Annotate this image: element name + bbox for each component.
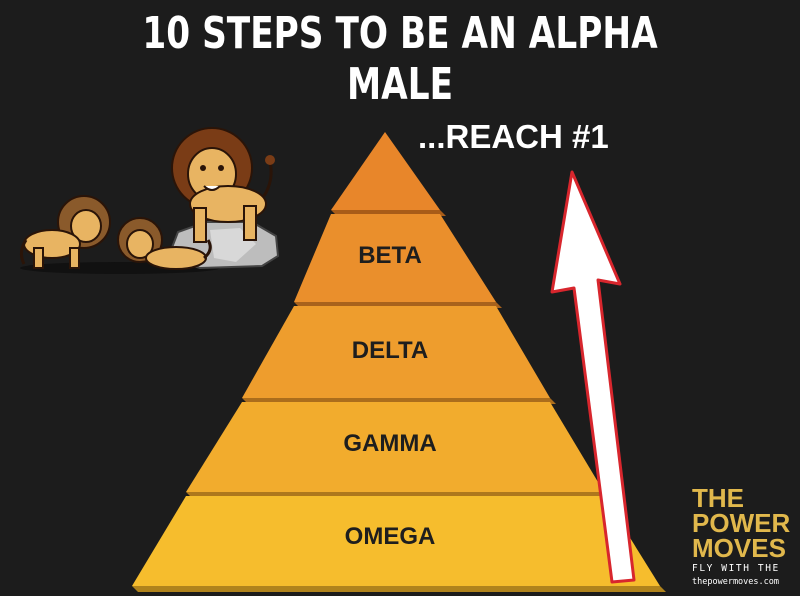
brand-logo: THE POWER MOVES FLY WITH THE thepowermov…: [692, 483, 796, 587]
reach-caption: ...REACH #1: [418, 118, 609, 155]
tier-label-omega: OMEGA: [345, 523, 436, 550]
brand-line-the: THE: [692, 483, 744, 513]
tier-label-beta: BETA: [358, 242, 422, 269]
lions-illustration: [19, 127, 280, 274]
pyramid-tier-delta: [242, 306, 550, 398]
lion-standing-icon: [171, 127, 275, 243]
lion-left-icon: [19, 195, 111, 269]
tier-label-delta: DELTA: [352, 337, 428, 364]
lion-lying-icon: [117, 217, 212, 270]
upward-arrow-icon: [550, 170, 636, 584]
tier-label-gamma: GAMMA: [343, 430, 436, 457]
pyramid-tier-gamma: [186, 402, 604, 492]
pyramid: BETA DELTA GAMMA OMEGA: [132, 132, 666, 592]
brand-tagline: FLY WITH THE: [692, 563, 780, 574]
pyramid-tier-beta: [294, 214, 496, 302]
page-title: 10 STEPS TO BE AN ALPHA MALE: [142, 8, 658, 110]
pyramid-tier-top: [331, 132, 440, 210]
brand-line-power: POWER: [692, 508, 791, 538]
pyramid-tier-omega: [132, 496, 660, 586]
brand-url: thepowermoves.com: [692, 577, 779, 587]
brand-line-moves: MOVES: [692, 533, 786, 563]
